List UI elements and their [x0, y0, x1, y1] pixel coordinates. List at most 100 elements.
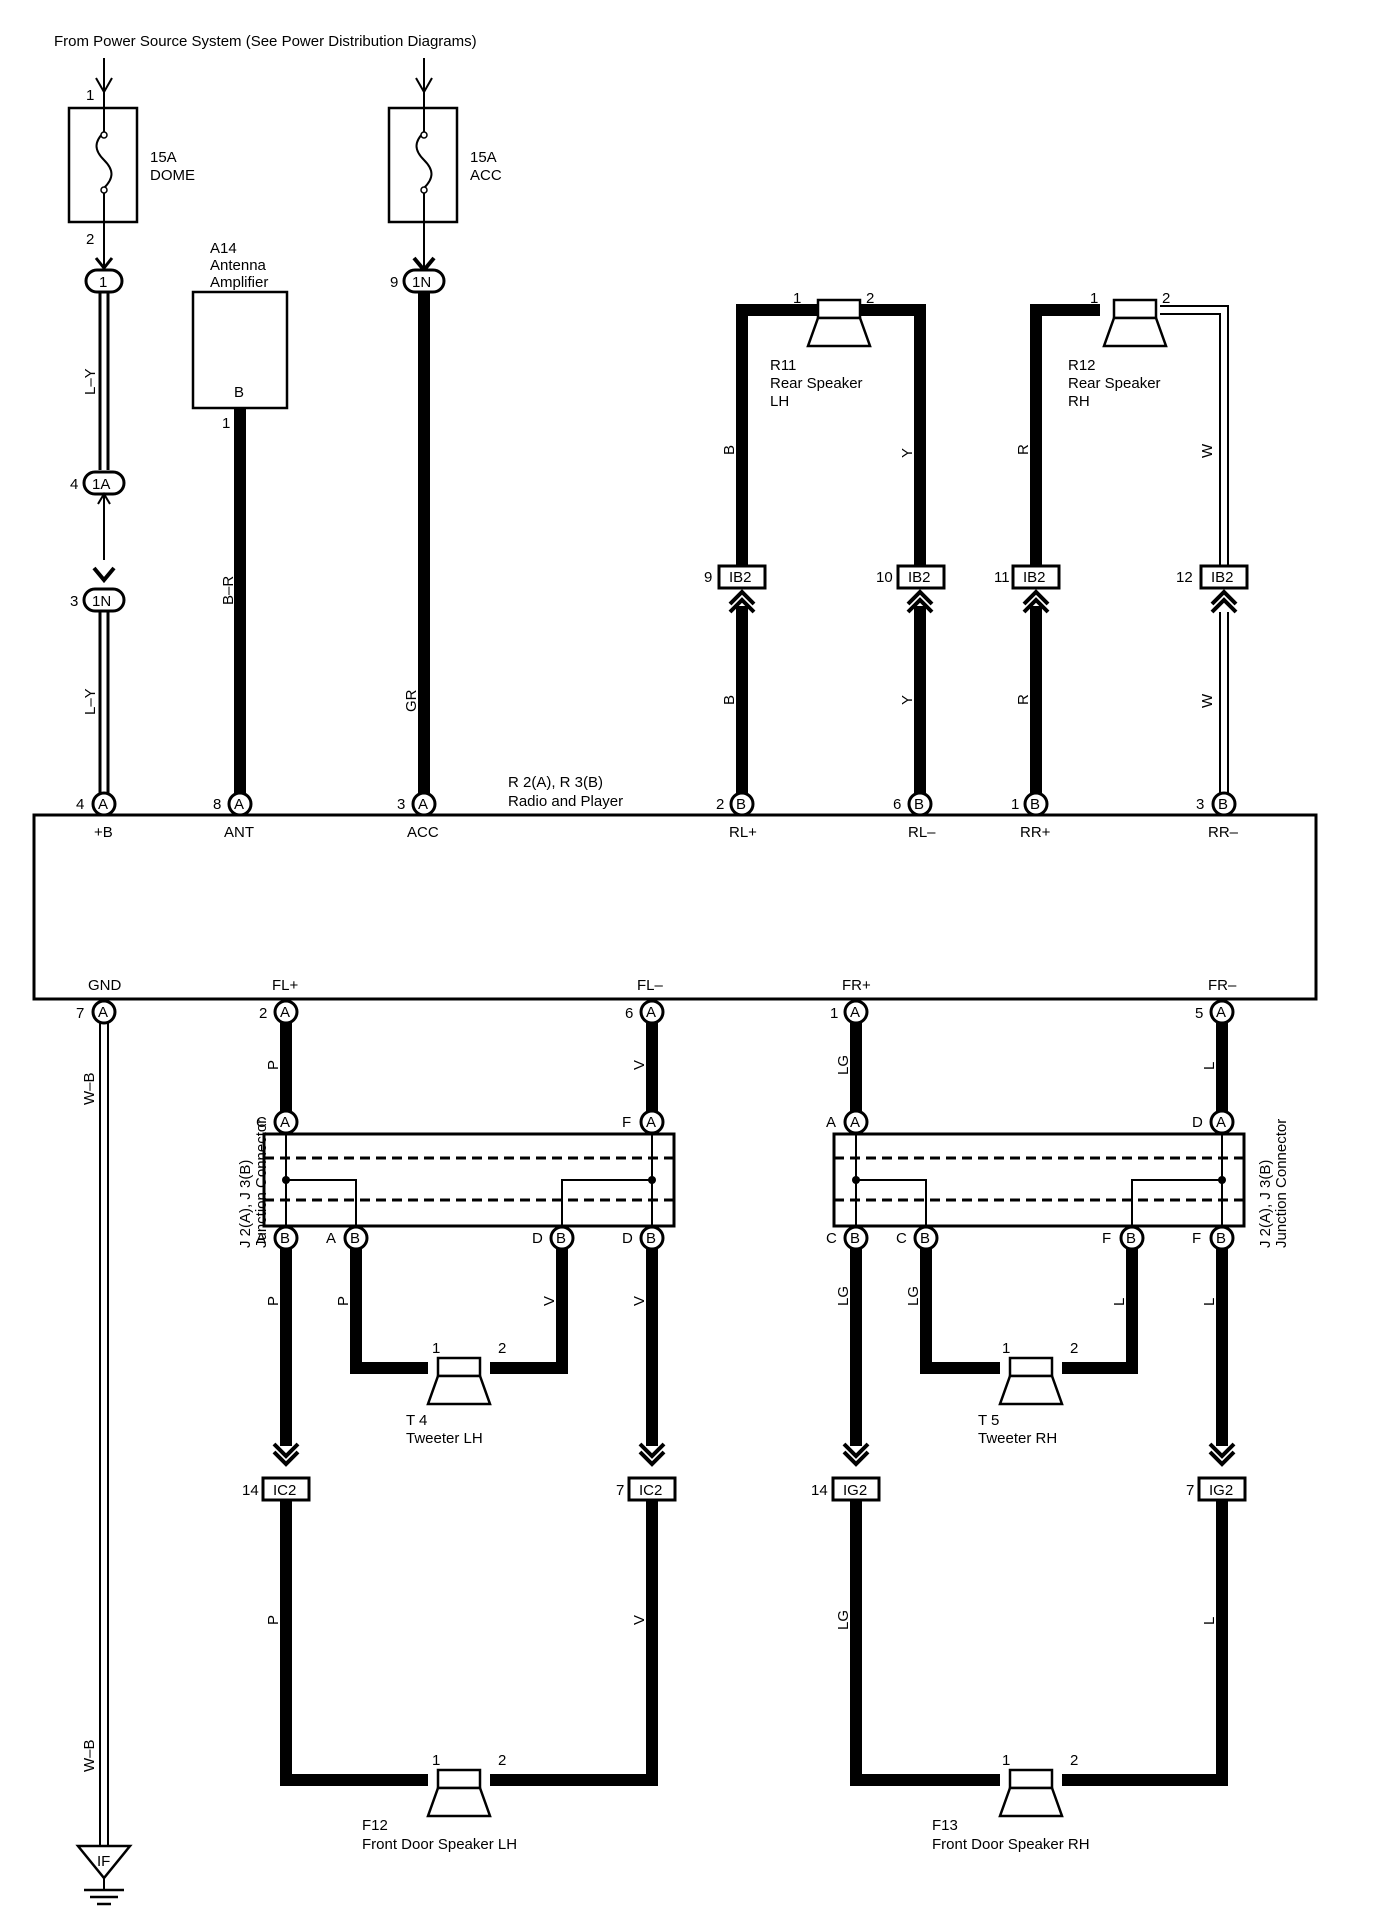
label-radio-bottom_terminals-0-label: GND [88, 977, 122, 994]
radio-terminal-gnd: 7 A [76, 999, 117, 1025]
label-antenna-pin: 1 [222, 415, 230, 432]
label-lower_connectors-1-pin: 7 [616, 1482, 624, 1499]
label-radio-top_terminals-5-label: RR+ [1020, 824, 1051, 841]
speaker-icon [998, 1768, 1064, 1818]
label-radio-bottom_terminals-3-label: FR+ [842, 977, 871, 994]
label-tweeters-0-name: Tweeter LH [406, 1430, 483, 1447]
label-radio-bottom_terminals-0-pin: 7 [76, 1005, 84, 1022]
label-fuses-1-name: ACC [470, 167, 502, 184]
ground-wire: W–B W–B IF [75, 1023, 133, 1906]
label-front_speakers-0-pin1: 1 [432, 1752, 440, 1769]
label-lower_connectors-2-label: IG2 [843, 1482, 867, 1499]
label-radio-bottom_terminals-3-pin: 1 [830, 1005, 838, 1022]
label-wire_colors-lg: LG [835, 1286, 852, 1306]
label-wire_colors-lg: LG [835, 1610, 852, 1630]
label-front_speakers-1-pin2: 2 [1070, 1752, 1078, 1769]
label-junction-left_label: J 2(A), J 3(B) [237, 1160, 254, 1248]
speaker-icon [426, 1768, 492, 1818]
label-ib2-3-label: IB2 [1211, 569, 1234, 586]
label-tweeters-1-pin1: 1 [1002, 1340, 1010, 1357]
label-radio-top_terminals-5-conn: B [1030, 796, 1040, 813]
label-junction-left_top-1-conn: A [646, 1114, 656, 1131]
label-ib2-3-pin: 12 [1176, 569, 1193, 586]
label-rear_speakers-0-pin1: 1 [793, 290, 801, 307]
label-antenna-terminal: B [234, 384, 244, 401]
radio-and-player: R 2(A), R 3(B) Radio and Player 4 A +B 8… [32, 774, 1318, 1025]
label-junction-left_bottom-3-letter: D [622, 1230, 633, 1247]
label-tweeters-0-pin1: 1 [432, 1340, 440, 1357]
label-lower_connectors-0-label: IC2 [273, 1482, 296, 1499]
label-lower_connectors-1-label: IC2 [639, 1482, 662, 1499]
label-wire_colors-v: V [631, 1296, 648, 1306]
label-tweeters-1-code: T 5 [978, 1412, 999, 1429]
label-wire_colors-br: B–R [220, 576, 237, 605]
label-junction-left_bottom-0-letter: A [256, 1230, 266, 1247]
label-ib2-1-label: IB2 [908, 569, 931, 586]
label-wire_colors-w: W [1199, 443, 1216, 458]
label-front_speakers-0-pin2: 2 [498, 1752, 506, 1769]
label-junction-left_top-0-letter: C [256, 1114, 267, 1131]
label-radio-bottom_terminals-1-label: FL+ [272, 977, 299, 994]
wire-acc: 9 1N GR [390, 256, 446, 795]
label-lower_connectors-2-pin: 14 [811, 1482, 828, 1499]
label-wire_colors-p: P [335, 1296, 352, 1306]
label-junction-left_top-1-letter: F [622, 1114, 631, 1131]
ground-icon [75, 1844, 133, 1880]
antenna-amplifier: A14 Antenna Amplifier B 1 B–R [191, 240, 289, 795]
label-radio-top_terminals-3-label: RL+ [729, 824, 757, 841]
fuse-icon [95, 108, 113, 222]
label-front_speakers-0-code: F12 [362, 1817, 388, 1834]
label-junction-right_bottom-0-letter: C [826, 1230, 837, 1247]
label-wire_colors-w: W [1199, 693, 1216, 708]
label-radio-top_terminals-0-conn: A [98, 796, 108, 813]
label-wire_colors-r: R [1015, 444, 1032, 455]
front-left-circuit: P V C A F A J 2(A), J 3(B) Junction Conn… [237, 1023, 677, 1853]
label-junction-right_bottom-3-letter: F [1192, 1230, 1201, 1247]
label-ib2-2-pin: 11 [994, 569, 1010, 586]
speaker-icon [998, 1356, 1064, 1406]
label-wire_colors-ly: L–Y [82, 368, 99, 395]
speaker-icon [426, 1356, 492, 1406]
label-lower_connectors-3-pin: 7 [1186, 1482, 1194, 1499]
label-rear_speakers-0-pin2: 2 [866, 290, 874, 307]
radio-terminal-fr-minus: 5 A [1195, 999, 1235, 1025]
label-fuses-1-amp: 15A [470, 149, 497, 166]
wire-plus-b: 1 L–Y 4 1A 3 1N L–Y [70, 257, 126, 795]
label-junction-right_bottom-3-conn: B [1216, 1230, 1226, 1247]
label-wire_colors-r: R [1015, 694, 1032, 705]
label-junction-right_bottom-0-conn: B [850, 1230, 860, 1247]
fuse-acc: 15A ACC [387, 58, 502, 268]
label-ground-label: IF [97, 1853, 110, 1870]
label-radio-bottom_terminals-1-conn: A [280, 1004, 290, 1021]
label-fuses-0-pin_in: 1 [86, 87, 94, 104]
label-tweeters-1-name: Tweeter RH [978, 1430, 1057, 1447]
label-rear_speakers-1-line1: Rear Speaker [1068, 375, 1161, 392]
label-junction-right_top-1-conn: A [1216, 1114, 1226, 1131]
label-rear_speakers-1-code: R12 [1068, 357, 1096, 374]
radio-terminal-rr-minus: 3 B RR– [1196, 791, 1239, 841]
label-wire_colors-p: P [265, 1060, 282, 1070]
fuse-icon [415, 108, 433, 222]
radio-terminal-rl-plus: 2 B RL+ [716, 791, 757, 841]
label-radio-top_terminals-4-conn: B [914, 796, 924, 813]
radio-terminal-fr-plus: 1 A [830, 999, 869, 1025]
label-radio-top_terminals-0-pin: 4 [76, 796, 84, 813]
label-wire_colors-v: V [541, 1296, 558, 1306]
label-antenna-name_line1: Antenna [210, 257, 267, 274]
label-fuses-0-name: DOME [150, 167, 195, 184]
label-ib2-1-pin: 10 [876, 569, 893, 586]
label-antenna-code: A14 [210, 240, 237, 257]
label-radio-bottom_terminals-1-pin: 2 [259, 1005, 267, 1022]
label-wire_colors-v: V [631, 1060, 648, 1070]
label-radio-top_terminals-1-conn: A [234, 796, 244, 813]
label-junction-left_bottom-3-conn: B [646, 1230, 656, 1247]
radio-terminal-fl-minus: 6 A [625, 999, 665, 1025]
label-front_speakers-1-name: Front Door Speaker RH [932, 1836, 1090, 1853]
label-junction-right_label: J 2(A), J 3(B) [1257, 1160, 1274, 1248]
label-rear_speakers-0-line1: Rear Speaker [770, 375, 863, 392]
label-rear_speakers-1-pin1: 1 [1090, 290, 1098, 307]
label-junction-sub: Junction Connector [253, 1119, 270, 1248]
rear-speaker-rh-circuit: 1 2 R12 Rear Speaker RH R W [1015, 290, 1229, 568]
label-wire_colors-lg: LG [905, 1286, 922, 1306]
